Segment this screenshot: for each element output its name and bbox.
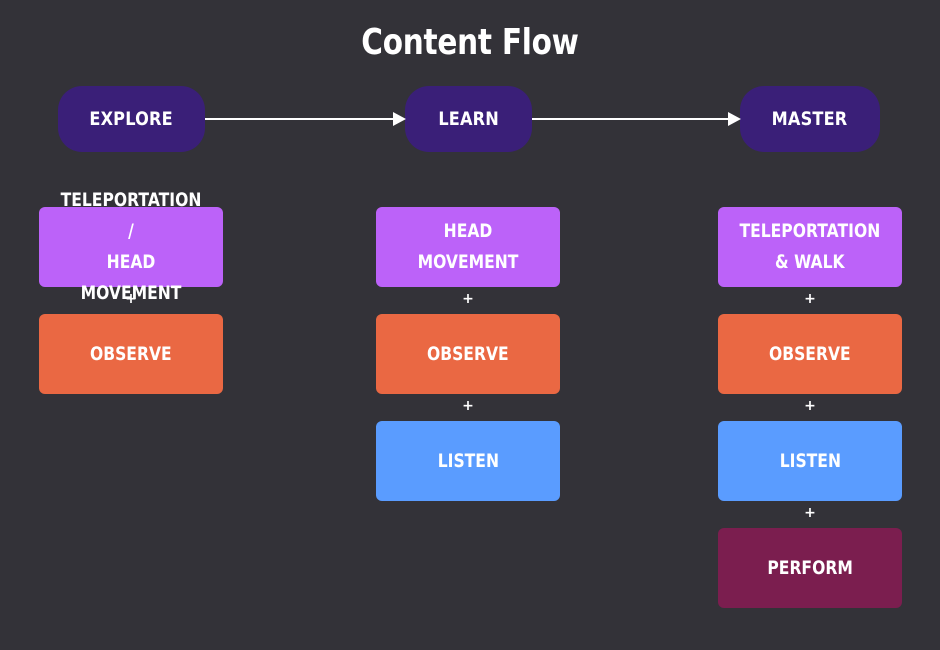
master-listen-label: LISTEN (779, 449, 841, 472)
master-observe-label: OBSERVE (769, 342, 851, 365)
stage-explore: EXPLORE (58, 86, 205, 152)
stage-master: MASTER (740, 86, 880, 152)
arrow-head-explore-to-learn (393, 112, 406, 126)
stage-explore-label: EXPLORE (89, 108, 174, 130)
stage-master-label: MASTER (772, 108, 848, 130)
learn-movement-box: HEAD MOVEMENT (376, 207, 560, 287)
stage-learn-label: LEARN (438, 108, 499, 130)
master-plus-3: + (804, 505, 816, 521)
diagram-title: Content Flow (361, 22, 579, 63)
stage-learn: LEARN (405, 86, 532, 152)
arrow-learn-to-master (532, 118, 730, 120)
master-plus-2: + (804, 398, 816, 414)
explore-observe-box: OBSERVE (39, 314, 223, 394)
learn-listen-label: LISTEN (437, 449, 499, 472)
learn-plus-1: + (462, 291, 474, 307)
master-perform-label: PERFORM (767, 556, 853, 579)
learn-listen-box: LISTEN (376, 421, 560, 501)
arrow-head-learn-to-master (728, 112, 741, 126)
master-movement-box: TELEPORTATION & WALK (718, 207, 902, 287)
master-movement-label: TELEPORTATION & WALK (739, 220, 881, 273)
explore-observe-label: OBSERVE (90, 342, 172, 365)
master-plus-1: + (804, 291, 816, 307)
master-observe-box: OBSERVE (718, 314, 902, 394)
arrow-explore-to-learn (205, 118, 395, 120)
explore-movement-box: TELEPORTATION / HEAD MOVEMENT (39, 189, 223, 304)
master-listen-box: LISTEN (718, 421, 902, 501)
master-perform-box: PERFORM (718, 528, 902, 608)
learn-observe-box: OBSERVE (376, 314, 560, 394)
explore-movement-label: TELEPORTATION / HEAD MOVEMENT (60, 189, 202, 304)
learn-movement-label: HEAD MOVEMENT (417, 220, 519, 273)
learn-plus-2: + (462, 398, 474, 414)
explore-plus-1: + (125, 291, 137, 307)
learn-observe-label: OBSERVE (427, 342, 509, 365)
